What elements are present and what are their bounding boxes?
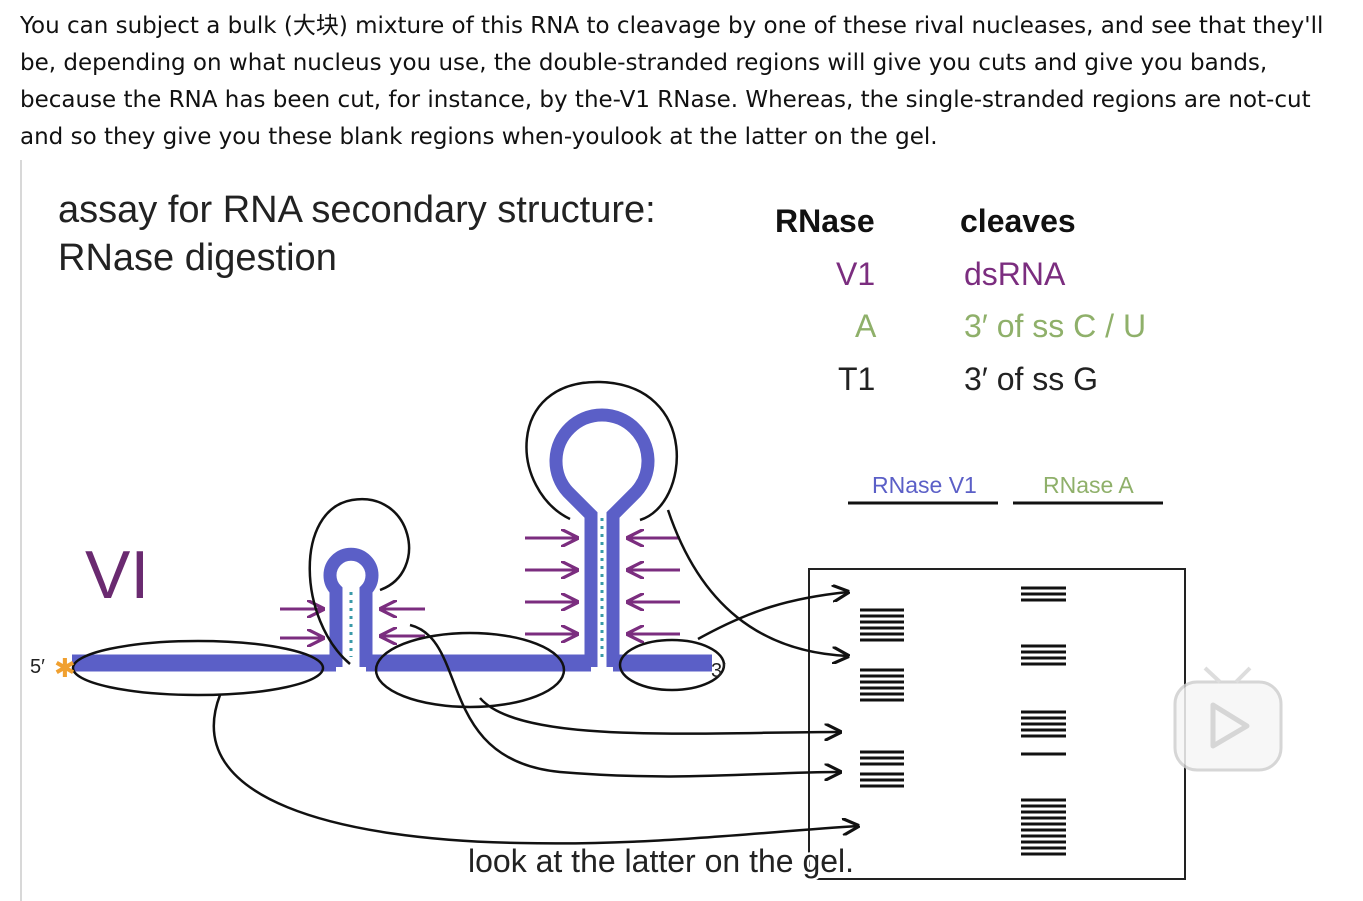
gel-band-a-5 <box>1021 798 1066 856</box>
radiolabel-star-icon: ✱ <box>54 653 76 683</box>
table-header-rnase: RNase <box>775 203 875 239</box>
gel-band-v1-3 <box>860 750 904 788</box>
gel-lane-label-a: RNase A <box>1043 472 1134 498</box>
gel-lane-label-v1: RNase V1 <box>872 472 977 498</box>
gel-lane-v1-bands <box>860 608 904 788</box>
connector-arrows <box>212 509 858 845</box>
intro-paragraph: You can subject a bulk (大块) mixture of t… <box>20 13 1324 150</box>
v1-cleavage-arrows <box>280 538 680 638</box>
rna-hairpin-small <box>323 547 379 667</box>
slide: assay for RNA secondary structure: RNase… <box>0 160 1363 901</box>
loop-large-hairpin <box>525 380 678 522</box>
slide-title-line2: RNase digestion <box>58 237 337 279</box>
rna-molecule <box>72 408 712 672</box>
gel-band-a-3 <box>1021 710 1066 738</box>
circle-3prime-segment <box>618 638 726 692</box>
five-prime-label: 5′ <box>30 656 45 678</box>
slide-left-edge <box>20 160 22 901</box>
rna-digestion-diagram: assay for RNA secondary structure: RNase… <box>30 189 1283 882</box>
annotation-circles <box>71 380 726 709</box>
gel-band-v1-1 <box>860 608 904 642</box>
gel-band-a-1 <box>1021 586 1066 602</box>
table-header-cleaves: cleaves <box>960 203 1076 239</box>
gel-band-v1-2 <box>860 668 904 702</box>
table-rnase-a: A <box>855 308 877 344</box>
caption-outline: look at the latter on the gel. <box>468 843 854 879</box>
circle-middle-segment <box>374 631 566 709</box>
video-play-icon[interactable] <box>1173 666 1283 772</box>
table-cleaves-ss-cu: 3′ of ss C / U <box>964 308 1146 344</box>
v1-handwritten-annotation: VI <box>85 537 149 613</box>
rna-hairpin-large <box>549 408 655 667</box>
caption: look at the latter on the gel. <box>468 843 854 879</box>
table-cleaves-dsrna: dsRNA <box>964 256 1066 292</box>
gel-lane-a-bands <box>1021 586 1066 856</box>
loop-small-hairpin <box>308 497 411 665</box>
slide-title-line1: assay for RNA secondary structure: <box>58 189 656 231</box>
table-rnase-v1: V1 <box>836 256 875 292</box>
table-rnase-t1: T1 <box>838 361 875 397</box>
three-prime-label: 3′ <box>711 660 726 682</box>
circle-5prime-segment <box>71 639 325 697</box>
gel-band-a-2 <box>1021 644 1066 666</box>
table-cleaves-ss-g: 3′ of ss G <box>964 361 1098 397</box>
